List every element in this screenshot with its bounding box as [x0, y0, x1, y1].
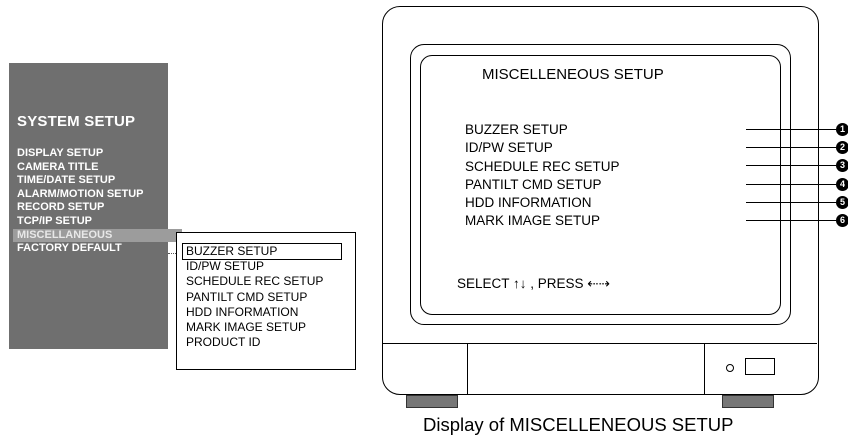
monitor-foot-right: [722, 395, 774, 408]
submenu-connector: [168, 253, 176, 254]
callout-line-3: [746, 165, 836, 166]
callout-marker-1: 1: [836, 123, 848, 136]
callout-line-6: [746, 220, 836, 221]
menu-item-factory-default[interactable]: FACTORY DEFAULT: [17, 242, 122, 255]
screen-menu: BUZZER SETUP ID/PW SETUP SCHEDULE REC SE…: [465, 121, 620, 231]
monitor-base-divider: [383, 343, 817, 344]
monitor-body: [382, 6, 819, 395]
callout-line-5: [746, 202, 836, 203]
select-press-hint: SELECT ↑↓ , PRESS ⇠⇢: [457, 276, 610, 291]
power-led-icon: [726, 364, 734, 372]
menu-item-tcpip-setup[interactable]: TCP/IP SETUP: [17, 214, 92, 227]
screen-item-hdd-information[interactable]: HDD INFORMATION: [465, 195, 592, 211]
screen-title: MISCELLENEOUS SETUP: [482, 66, 664, 83]
power-button[interactable]: [745, 358, 775, 375]
miscellaneous-submenu: BUZZER SETUP ID/PW SETUP SCHEDULE REC SE…: [176, 232, 356, 370]
callout-marker-6: 6: [836, 214, 848, 227]
monitor-base-panel-right: [704, 343, 705, 394]
monitor-base-panel-left: [467, 343, 468, 394]
screen-item-id-pw-setup[interactable]: ID/PW SETUP: [465, 140, 553, 156]
submenu-item-product-id[interactable]: PRODUCT ID: [186, 335, 261, 350]
callout-line-1: [746, 129, 836, 130]
system-setup-panel: SYSTEM SETUP DISPLAY SETUP CAMERA TITLE …: [9, 63, 182, 349]
screen-item-schedule-rec-setup[interactable]: SCHEDULE REC SETUP: [465, 158, 620, 174]
monitor-screen: [420, 55, 781, 315]
screen-item-pantilt-cmd-setup[interactable]: PANTILT CMD SETUP: [465, 176, 602, 192]
figure-caption: Display of MISCELLENEOUS SETUP: [423, 414, 734, 435]
menu-item-alarm-motion-setup[interactable]: ALARM/MOTION SETUP: [17, 187, 144, 200]
callout-line-4: [746, 184, 836, 185]
monitor-foot-left: [406, 395, 458, 408]
submenu-item-mark-image-setup[interactable]: MARK IMAGE SETUP: [186, 320, 307, 335]
submenu-item-pantilt-cmd-setup[interactable]: PANTILT CMD SETUP: [186, 289, 308, 304]
submenu-item-hdd-information[interactable]: HDD INFORMATION: [186, 304, 299, 319]
callout-line-2: [746, 147, 836, 148]
menu-item-camera-title[interactable]: CAMERA TITLE: [17, 160, 99, 173]
submenu-list: BUZZER SETUP ID/PW SETUP SCHEDULE REC SE…: [182, 242, 342, 350]
system-setup-title: SYSTEM SETUP: [17, 113, 136, 130]
callout-marker-5: 5: [836, 196, 848, 209]
menu-item-display-setup[interactable]: DISPLAY SETUP: [17, 147, 104, 159]
system-setup-menu: DISPLAY SETUP CAMERA TITLE TIME/DATE SET…: [13, 147, 182, 256]
callout-marker-3: 3: [836, 159, 848, 172]
callout-marker-4: 4: [836, 178, 848, 191]
callout-marker-2: 2: [836, 141, 848, 154]
submenu-item-schedule-rec-setup[interactable]: SCHEDULE REC SETUP: [186, 274, 324, 289]
menu-item-record-setup[interactable]: RECORD SETUP: [17, 201, 105, 214]
menu-item-miscellaneous[interactable]: MISCELLANEOUS: [13, 228, 182, 243]
menu-item-time-date-setup[interactable]: TIME/DATE SETUP: [17, 174, 116, 187]
screen-item-mark-image-setup[interactable]: MARK IMAGE SETUP: [465, 213, 601, 229]
screen-item-buzzer-setup[interactable]: BUZZER SETUP: [465, 122, 568, 137]
submenu-item-id-pw-setup[interactable]: ID/PW SETUP: [186, 259, 265, 274]
submenu-item-buzzer-setup[interactable]: BUZZER SETUP: [182, 242, 342, 261]
